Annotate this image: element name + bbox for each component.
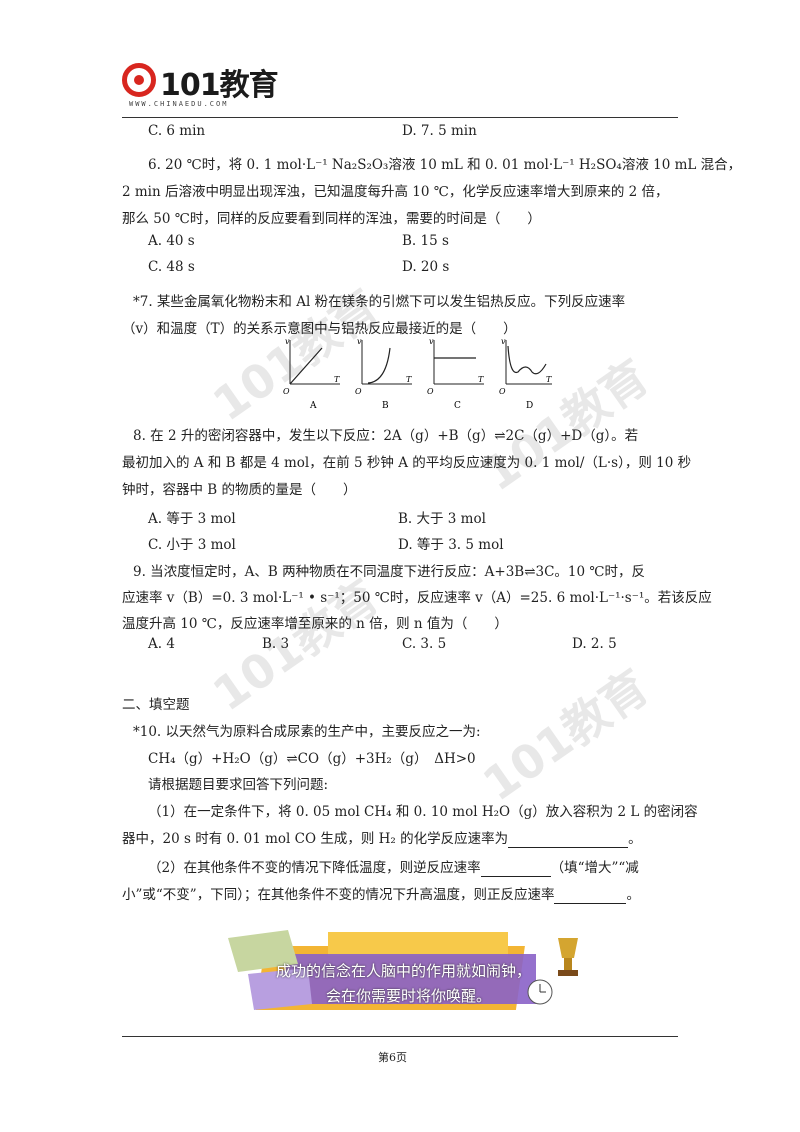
graph-b-origin: O bbox=[355, 387, 362, 396]
q8-option-a: A. 等于 3 mol bbox=[148, 511, 236, 527]
q6-option-b: B. 15 s bbox=[402, 233, 449, 249]
q5-option-d: D. 7. 5 min bbox=[402, 123, 477, 139]
logo-icon bbox=[122, 63, 156, 97]
graph-d-axis-v: v bbox=[501, 337, 506, 346]
graph-b: v T O B bbox=[355, 337, 412, 411]
q10-part2-line1: （2）在其他条件不变的情况下降低温度，则逆反应速率 （填“增大”“减 bbox=[148, 856, 639, 877]
graph-c-axis-v: v bbox=[429, 337, 434, 346]
footer-divider bbox=[122, 1036, 678, 1037]
q6-option-c: C. 48 s bbox=[148, 259, 195, 275]
graph-c-origin: O bbox=[427, 387, 434, 396]
graph-d-axis-t: T bbox=[546, 375, 552, 384]
q9-option-b: B. 3 bbox=[262, 636, 290, 652]
graph-a-label: A bbox=[309, 401, 317, 411]
q10-part2-hint: （填“增大”“减 bbox=[550, 860, 639, 876]
q10-equation: CH₄（g）+H₂O（g）⇌CO（g）+3H₂（g） ΔH>0 bbox=[148, 751, 476, 767]
q8-option-b: B. 大于 3 mol bbox=[398, 511, 486, 527]
header-divider bbox=[122, 117, 678, 118]
q6-option-d: D. 20 s bbox=[402, 259, 450, 275]
q9-line1: 9. 当浓度恒定时，A、B 两种物质在不同温度下进行反应：A+3B⇌3C。10 … bbox=[133, 564, 646, 580]
graph-b-axis-t: T bbox=[406, 375, 412, 384]
trophy-icon bbox=[558, 938, 578, 958]
graph-d-label: D bbox=[526, 401, 533, 411]
q8-line1: 8. 在 2 升的密闭容器中，发生以下反应：2A（g）+B（g）⇌2C（g）+D… bbox=[133, 428, 639, 444]
answer-blank-1[interactable] bbox=[508, 831, 629, 848]
q6-line1: 6. 20 ℃时，将 0. 1 mol·L⁻¹ Na₂S₂O₃溶液 10 mL … bbox=[148, 157, 742, 173]
graph-d: v T O D bbox=[499, 337, 552, 411]
graph-a-origin: O bbox=[283, 387, 290, 396]
graph-a-axis-t: T bbox=[334, 375, 340, 384]
graph-a: v T O A bbox=[283, 337, 340, 411]
watermark: 101教育 bbox=[473, 659, 659, 812]
q6-line2: 2 min 后溶液中明显出现浑浊，已知温度每升高 10 ℃，化学反应速率增大到原… bbox=[122, 184, 669, 200]
q10-part1-line1: （1）在一定条件下，将 0. 05 mol CH₄ 和 0. 10 mol H₂… bbox=[148, 804, 698, 820]
q8-option-d: D. 等于 3. 5 mol bbox=[398, 537, 504, 553]
q8-line2: 最初加入的 A 和 B 都是 4 mol，在前 5 秒钟 A 的平均反应速度为 … bbox=[122, 455, 692, 471]
q9-line3: 温度升高 10 ℃，反应速率增至原来的 n 倍，则 n 值为（ ） bbox=[122, 616, 508, 632]
q9-option-a: A. 4 bbox=[148, 636, 175, 652]
section-title: 二、填空题 bbox=[122, 697, 190, 713]
graph-a-axis-v: v bbox=[285, 337, 290, 346]
logo-subtitle: WWW.CHINAEDU.COM bbox=[129, 100, 229, 108]
banner-line1: 成功的信念在人脑中的作用就如闹钟， bbox=[276, 962, 532, 980]
answer-blank-2[interactable] bbox=[480, 860, 551, 877]
banner-line2: 会在你需要时将你唤醒。 bbox=[326, 987, 492, 1005]
q8-option-c: C. 小于 3 mol bbox=[148, 537, 236, 553]
graph-d-origin: O bbox=[499, 387, 506, 396]
page-number: 第6页 bbox=[378, 1051, 407, 1064]
q8-line3: 钟时，容器中 B 的物质的量是（ ） bbox=[122, 482, 357, 498]
q9-option-c: C. 3. 5 bbox=[402, 636, 447, 652]
q6-line3: 那么 50 ℃时，同样的反应要看到同样的浑浊，需要的时间是（ ） bbox=[122, 211, 541, 227]
answer-blank-3[interactable] bbox=[554, 887, 627, 904]
q7-line2: （v）和温度（T）的关系示意图中与铝热反应最接近的是（ ） bbox=[122, 321, 517, 337]
graph-b-axis-v: v bbox=[357, 337, 362, 346]
q10-part2-end: 。 bbox=[626, 887, 640, 903]
q7-graphs: v T O A v T O B v T O C v T O D bbox=[283, 337, 552, 411]
q9-option-d: D. 2. 5 bbox=[572, 636, 617, 652]
q7-line1: *7. 某些金属氧化物粉末和 Al 粉在镁条的引燃下可以发生铝热反应。下列反应速… bbox=[133, 294, 626, 310]
motivational-banner bbox=[228, 930, 578, 1010]
graph-d-curve bbox=[507, 345, 547, 375]
q10-line2: 请根据题目要求回答下列问题: bbox=[148, 777, 329, 793]
q10-part1-line2: 器中，20 s 时有 0. 01 mol CO 生成，则 H₂ 的化学反应速率为… bbox=[122, 827, 642, 848]
graph-b-label: B bbox=[382, 401, 389, 411]
graph-a-curve bbox=[289, 347, 323, 385]
q9-line2: 应速率 v（B）=0. 3 mol·L⁻¹ • s⁻¹；50 ℃时，反应速率 v… bbox=[122, 590, 712, 606]
graph-c-axis-t: T bbox=[478, 375, 484, 384]
graph-c: v T O C bbox=[427, 337, 484, 411]
graph-b-curve bbox=[367, 347, 391, 384]
graph-c-label: C bbox=[454, 401, 461, 411]
q10-part1-end: 。 bbox=[628, 831, 642, 847]
q5-option-c: C. 6 min bbox=[148, 123, 206, 139]
logo-text: 101教育 bbox=[160, 68, 279, 103]
q10-part2-text2: 小”或“不变”，下同）；在其他条件不变的情况下升高温度，则正反应速率 bbox=[122, 887, 555, 903]
q10-line1: *10. 以天然气为原料合成尿素的生产中，主要反应之一为: bbox=[133, 724, 481, 740]
q6-option-a: A. 40 s bbox=[148, 233, 195, 249]
q10-part1-text: 器中，20 s 时有 0. 01 mol CO 生成，则 H₂ 的化学反应速率为 bbox=[122, 831, 509, 847]
q10-part2-text: （2）在其他条件不变的情况下降低温度，则逆反应速率 bbox=[148, 860, 481, 876]
q10-part2-line2: 小”或“不变”，下同）；在其他条件不变的情况下升高温度，则正反应速率 。 bbox=[122, 883, 640, 904]
